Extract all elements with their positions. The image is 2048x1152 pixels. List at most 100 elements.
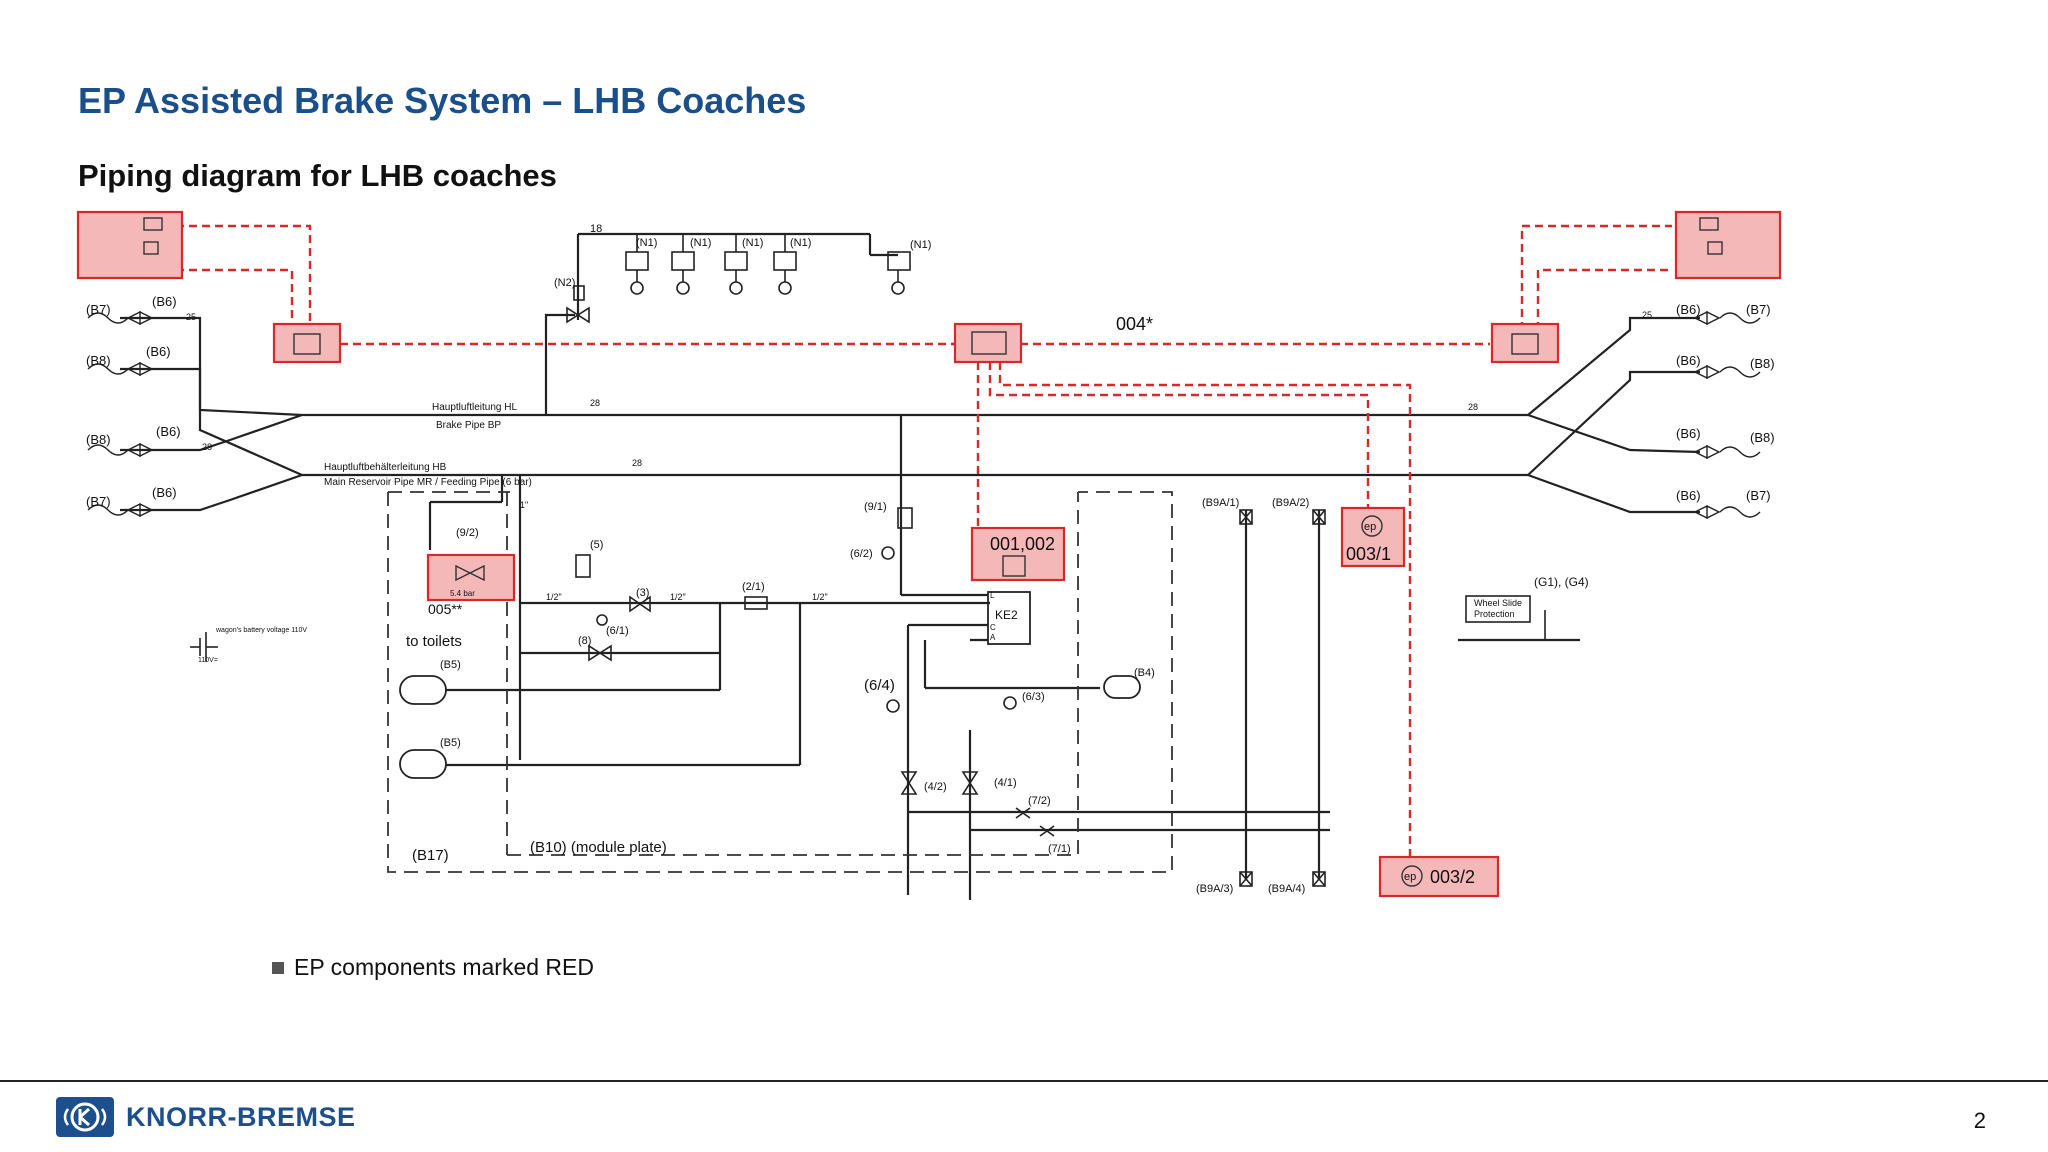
label-v63: (6/3) [1022,691,1045,703]
label-pipe12-c: 1/2" [812,592,828,602]
knorr-bremse-logo-icon [56,1097,114,1137]
label-b9a1: (B9A/1) [1202,497,1239,509]
label-v21: (2/1) [742,581,765,593]
label-b8-r1: (B8) [1750,356,1775,371]
label-p25-r: 25 [1642,310,1652,320]
label-p28-hl: 28 [590,398,600,408]
ep-red-wiring [150,224,1672,868]
diagram-labels: (N1) (N1) (N1) (N1) (N1) (N2) 18 (B7) (B… [86,223,1775,895]
label-b17: (B17) [412,847,449,864]
label-b7-l2: (B7) [86,494,111,509]
label-004: 004* [1116,314,1153,334]
label-p28-l: 28 [202,442,212,452]
label-ke2-a: A [990,633,996,642]
logo-wordmark: KNORR-BREMSE [126,1101,356,1132]
wsp-box [1465,595,1546,640]
label-b8-l2: (B8) [86,432,111,447]
end-cocks [87,310,1761,520]
label-hb-sub: Main Reservoir Pipe MR / Feeding Pipe (6… [324,477,532,488]
label-b7-l1: (B7) [86,302,111,317]
label-hl-line: Hauptluftleitung HL [432,402,517,413]
label-b6-r4: (B6) [1676,488,1701,503]
ep-inner-symbols [143,217,1723,887]
label-b6-l3: (B6) [156,424,181,439]
diagram-subtitle: Piping diagram for LHB coaches [78,158,557,193]
label-005: 005** [428,601,463,617]
label-v91: (9/1) [864,501,887,513]
label-n1-a: (N1) [636,237,657,249]
label-bar54: 5.4 bar [450,589,475,598]
label-b9a4: (B9A/4) [1268,883,1305,895]
label-wsp2: Protection [1474,609,1515,619]
ep-components [76,210,1782,898]
label-003-1: 003/1 [1346,544,1391,564]
label-b10: (B10) (module plate) [530,839,667,856]
n1-reservoirs [573,234,911,301]
label-toilets: to toilets [406,633,462,650]
label-b5-a: (B5) [440,659,461,671]
company-logo: KNORR-BREMSE [56,1097,356,1137]
label-b7-r2: (B7) [1746,488,1771,503]
label-p18: 18 [590,223,602,235]
label-ep-1: ep [1364,521,1376,533]
label-v61: (6/1) [606,625,629,637]
main-pipes [120,232,1701,900]
label-b6-l4: (B6) [152,485,177,500]
label-v62: (6/2) [850,548,873,560]
label-v71: (7/1) [1048,843,1071,855]
label-ep-2: ep [1404,871,1416,883]
label-003-2: 003/2 [1430,867,1475,887]
label-b9a2: (B9A/2) [1272,497,1309,509]
legend-bullet: EP components marked RED [272,954,594,981]
label-v42: (4/2) [924,781,947,793]
label-hb-line: Hauptluftbehälterleitung HB [324,462,447,473]
label-001: 001,002 [990,534,1055,554]
label-n2: (N2) [554,277,575,289]
piping-diagram: (N1) (N1) (N1) (N1) (N1) (N2) 18 (B7) (B… [76,210,1782,900]
label-v8: (8) [578,635,591,647]
label-b6-l2: (B6) [146,344,171,359]
label-b8-r2: (B8) [1750,430,1775,445]
label-p25-l: 25 [186,312,196,322]
label-v92: (9/2) [456,527,479,539]
label-ke2-l: L [990,591,995,600]
battery-symbol [190,632,218,662]
label-v5: (5) [590,539,603,551]
label-b8-l1: (B8) [86,353,111,368]
page-number: 2 [1973,1108,1986,1133]
label-b6-r1: (B6) [1676,302,1701,317]
label-b6-l1: (B6) [152,294,177,309]
label-n1-e: (N1) [910,239,931,251]
label-pipe12-a: 1/2" [546,592,562,602]
label-b7-r1: (B7) [1746,302,1771,317]
label-b4: (B4) [1134,667,1155,679]
label-p28-r: 28 [1468,402,1478,412]
label-ke2-c: C [990,623,996,632]
label-battery: wagon's battery voltage 110V [215,627,307,634]
reservoir-tanks [399,675,1141,779]
label-v64: (6/4) [864,677,895,694]
label-b9a3: (B9A/3) [1196,883,1233,895]
label-n1-c: (N1) [742,237,763,249]
label-wsp1: Wheel Slide [1474,598,1522,608]
label-v72: (7/2) [1028,795,1051,807]
page-title: EP Assisted Brake System – LHB Coaches [78,80,807,121]
label-n1-d: (N1) [790,237,811,249]
label-battery-v: 110V= [198,657,218,664]
label-v3: (3) [636,587,649,599]
ke2-box [987,591,1031,645]
label-b6-r2: (B6) [1676,353,1701,368]
label-b6-r3: (B6) [1676,426,1701,441]
label-hl-sub: Brake Pipe BP [436,420,501,431]
label-pipe12-b: 1/2" [670,592,686,602]
label-ke2: KE2 [995,608,1018,622]
footer-divider [0,1080,2048,1082]
label-n1-b: (N1) [690,237,711,249]
label-v41: (4/1) [994,777,1017,789]
label-pipe1: 1" [520,500,528,510]
label-p28-hb: 28 [632,458,642,468]
dashed-frames [387,491,1173,873]
label-b5-b: (B5) [440,737,461,749]
valves [566,306,1326,887]
legend-text: EP components marked RED [294,954,594,980]
